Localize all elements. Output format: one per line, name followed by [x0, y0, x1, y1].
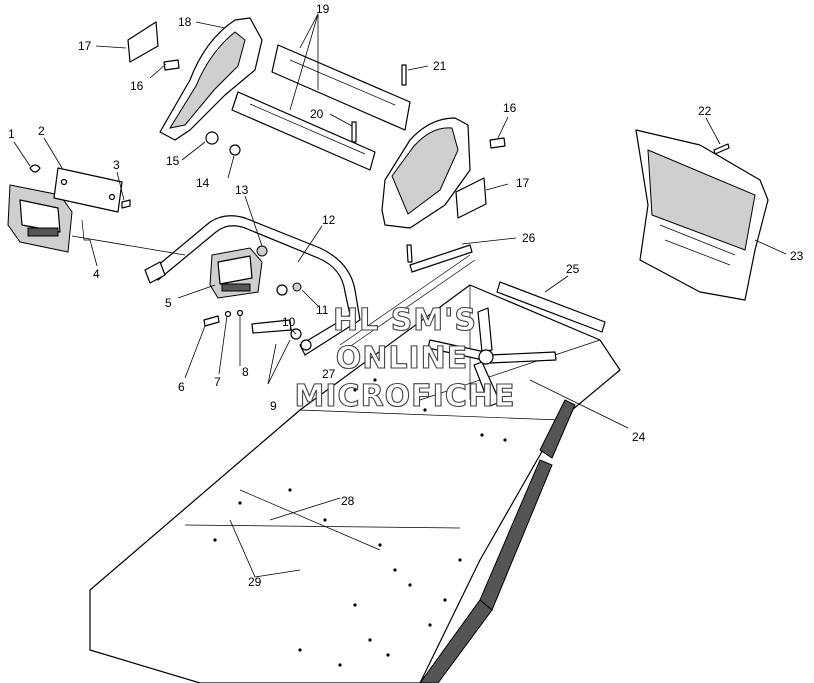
callout-20: 20	[310, 107, 324, 121]
callout-9: 9	[270, 399, 277, 413]
callout-22: 22	[698, 104, 712, 118]
bumper-frame	[144, 215, 361, 356]
callout-11: 11	[316, 303, 329, 317]
callout-19: 19	[316, 2, 330, 16]
watermark-line-3: MICROFICHE	[295, 379, 516, 414]
callout-29: 29	[248, 575, 262, 589]
callout-1: 1	[8, 127, 15, 141]
callout-8: 8	[242, 365, 249, 379]
callout-15: 15	[166, 154, 180, 168]
lamp	[209, 247, 263, 299]
tail-light-assembly	[7, 164, 131, 253]
callout-23: 23	[790, 249, 804, 263]
callout-25: 25	[566, 262, 580, 276]
callout-5: 5	[165, 296, 172, 310]
callout-17-left: 17	[78, 39, 92, 53]
left-reflector	[127, 21, 159, 63]
callout-16-right: 16	[503, 101, 517, 115]
callout-14: 14	[196, 176, 210, 190]
callout-24: 24	[632, 430, 646, 444]
tunnel-cross-brace	[427, 307, 557, 407]
snow-flap	[635, 129, 769, 301]
callout-3: 3	[113, 158, 120, 172]
callout-21: 21	[433, 59, 447, 73]
callout-2: 2	[38, 124, 45, 138]
rear-rails	[231, 44, 411, 171]
callout-numbers: 1 2 3 4 5 6 7 8 9 10 11 12 13 14 15 16 1…	[8, 2, 804, 589]
callout-26: 26	[522, 231, 536, 245]
watermark: HL SM'S ONLINE MICROFICHE	[294, 302, 516, 414]
watermark-line-2: ONLINE	[336, 341, 469, 376]
callout-16-left: 16	[130, 79, 144, 93]
right-grab-handle	[381, 117, 471, 229]
callout-27: 27	[322, 367, 336, 381]
callout-6: 6	[178, 380, 185, 394]
callout-28: 28	[341, 494, 355, 508]
watermark-line-1: HL SM'S	[333, 303, 477, 338]
callout-7: 7	[214, 375, 221, 389]
rear-strip	[496, 281, 606, 333]
callout-12: 12	[322, 213, 336, 227]
callout-18: 18	[178, 15, 192, 29]
right-reflector	[455, 177, 487, 219]
cable-assembly	[339, 244, 476, 351]
callout-17-right: 17	[516, 176, 530, 190]
callout-10: 10	[282, 315, 296, 329]
tunnel-holes	[213, 378, 507, 667]
left-grab-handle	[159, 17, 263, 141]
leader-lines	[13, 13, 787, 578]
callout-4: 4	[93, 267, 100, 281]
callout-13: 13	[235, 183, 249, 197]
